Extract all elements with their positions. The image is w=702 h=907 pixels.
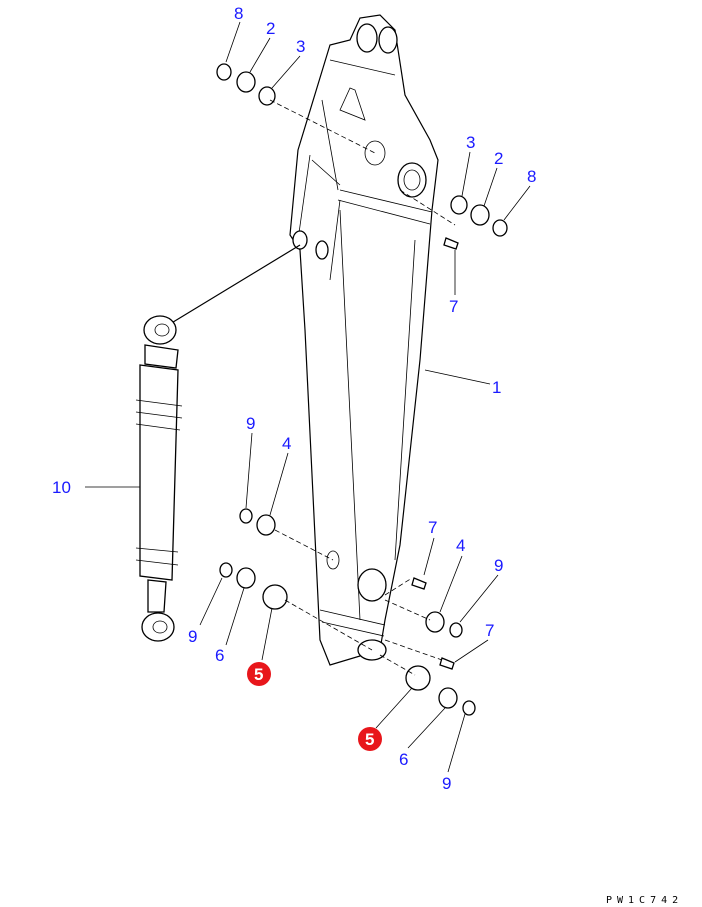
svg-text:5: 5 <box>365 730 374 749</box>
callout-9: 9 <box>442 774 451 793</box>
callout-labels: 8 2 3 3 2 8 7 1 10 9 4 7 4 9 9 6 5 7 5 6… <box>52 4 536 793</box>
callout-6: 6 <box>399 750 408 769</box>
callout-9: 9 <box>246 414 255 433</box>
callout-7: 7 <box>449 297 458 316</box>
diagram-code: PW1C742 <box>606 895 683 906</box>
callout-8: 8 <box>234 4 243 23</box>
callout-5-highlight: 5 <box>247 662 271 686</box>
callout-5-highlight: 5 <box>358 727 382 751</box>
callout-4: 4 <box>456 536 465 555</box>
boom <box>289 14 439 666</box>
callout-7: 7 <box>428 518 437 537</box>
callout-7: 7 <box>485 621 494 640</box>
callout-1: 1 <box>492 378 501 397</box>
callout-6: 6 <box>215 646 224 665</box>
callout-10: 10 <box>52 478 71 497</box>
callout-2: 2 <box>494 149 503 168</box>
callout-9: 9 <box>494 556 503 575</box>
callout-8: 8 <box>527 167 536 186</box>
callout-3: 3 <box>466 133 475 152</box>
callout-9: 9 <box>188 627 197 646</box>
callout-3: 3 <box>296 37 305 56</box>
boom-cylinder <box>135 244 301 642</box>
callout-2: 2 <box>266 19 275 38</box>
small-parts <box>216 63 508 716</box>
svg-text:5: 5 <box>254 665 263 684</box>
callout-4: 4 <box>282 434 291 453</box>
